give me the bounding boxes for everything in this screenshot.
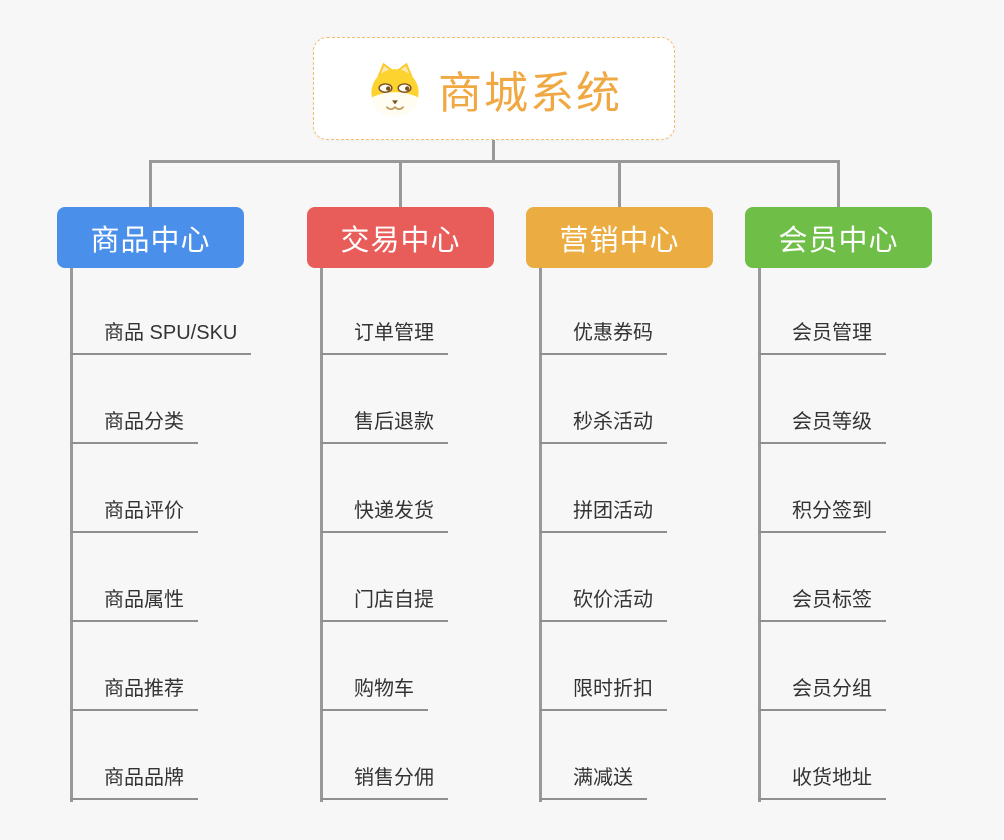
connector-stem [492,140,495,162]
branch-trade-center: 交易中心 订单管理 售后退款 快递发货 门店自提 购物车 销售分佣 [307,207,547,807]
node-item[interactable]: 商品评价 [71,497,198,533]
branch-vline [320,268,323,802]
node-item[interactable]: 商品品牌 [71,764,198,800]
node-item[interactable]: 商品分类 [71,408,198,444]
branch-vline [70,268,73,802]
node-item[interactable]: 商品推荐 [71,675,198,711]
node-item[interactable]: 销售分佣 [321,764,448,800]
connector-drop [149,160,152,207]
branch-header-marketing-center[interactable]: 营销中心 [526,207,713,268]
node-item[interactable]: 快递发货 [321,497,448,533]
node-item[interactable]: 优惠券码 [540,319,667,355]
node-item[interactable]: 满减送 [540,764,647,800]
branch-header-member-center[interactable]: 会员中心 [745,207,932,268]
node-item[interactable]: 秒杀活动 [540,408,667,444]
node-item[interactable]: 订单管理 [321,319,448,355]
node-item[interactable]: 收货地址 [759,764,886,800]
node-item[interactable]: 拼团活动 [540,497,667,533]
node-item[interactable]: 会员管理 [759,319,886,355]
node-item[interactable]: 门店自提 [321,586,448,622]
branch-vline [758,268,761,802]
branch-vline [539,268,542,802]
connector-drop [618,160,621,207]
node-item[interactable]: 会员等级 [759,408,886,444]
connector-bus [149,160,840,163]
node-item[interactable]: 会员标签 [759,586,886,622]
node-item[interactable]: 商品 SPU/SKU [71,319,252,355]
node-item[interactable]: 砍价活动 [540,586,667,622]
branch-header-product-center[interactable]: 商品中心 [57,207,244,268]
node-item[interactable]: 积分签到 [759,497,886,533]
branch-marketing-center: 营销中心 优惠券码 秒杀活动 拼团活动 砍价活动 限时折扣 满减送 [526,207,766,807]
connector-drop [399,160,402,207]
node-item[interactable]: 限时折扣 [540,675,667,711]
node-item[interactable]: 购物车 [321,675,428,711]
node-item[interactable]: 商品属性 [71,586,198,622]
branch-product-center: 商品中心 商品 SPU/SKU 商品分类 商品评价 商品属性 商品推荐 商品品牌 [57,207,297,807]
doge-icon [371,62,419,116]
node-item[interactable]: 售后退款 [321,408,448,444]
root-node[interactable]: 商城系统 [313,37,675,140]
branch-member-center: 会员中心 会员管理 会员等级 积分签到 会员标签 会员分组 收货地址 [745,207,985,807]
connector-drop [837,160,840,207]
root-title: 商城系统 [438,68,622,118]
branch-header-trade-center[interactable]: 交易中心 [307,207,494,268]
node-item[interactable]: 会员分组 [759,675,886,711]
